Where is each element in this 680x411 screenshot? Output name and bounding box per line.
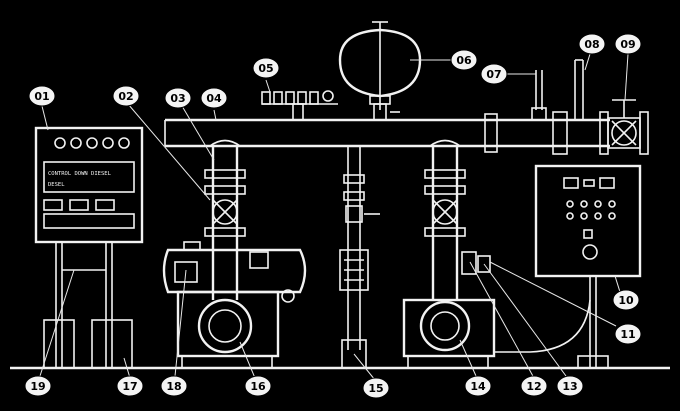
pump2-discharge: [424, 139, 491, 300]
callout-11-label: 11: [620, 328, 635, 341]
callout-01: 01: [28, 85, 56, 107]
callout-15: 15: [362, 377, 390, 399]
callout-10: 10: [612, 289, 640, 311]
callout-08: 08: [578, 33, 606, 55]
callout-02: 02: [112, 85, 140, 107]
callout-16-label: 16: [250, 380, 266, 393]
jockey-pump: [339, 146, 380, 369]
callout-03: 03: [164, 87, 192, 109]
callout-03-label: 03: [170, 92, 185, 105]
vent-pipe: [574, 59, 584, 120]
callout-17: 17: [116, 375, 144, 397]
pressure-tank: [338, 21, 422, 121]
callout-02-label: 02: [118, 90, 133, 103]
electrical-control-panel: [495, 164, 642, 369]
callout-04: 04: [200, 87, 228, 109]
callout-09: 09: [614, 33, 642, 55]
callout-15-label: 15: [368, 382, 383, 395]
pump1-diesel-motor: [162, 241, 307, 303]
callout-18-label: 18: [166, 380, 181, 393]
outlet-valve: [607, 99, 649, 155]
pressure-switch-manifold: [261, 90, 338, 121]
panel-label-line1: CONTROL DOWN DIESEL: [48, 171, 112, 177]
callout-04-label: 04: [206, 92, 222, 105]
pump1-discharge: [204, 139, 246, 300]
callout-01-label: 01: [34, 90, 49, 103]
callout-10-label: 10: [618, 294, 634, 307]
callout-07-label: 07: [486, 68, 501, 81]
leader-lines: [39, 53, 629, 381]
callout-05-label: 05: [258, 62, 273, 75]
callout-17-label: 17: [122, 380, 137, 393]
callout-12: 12: [520, 375, 548, 397]
callout-14: 14: [464, 375, 492, 397]
pump1-volute: [176, 290, 280, 369]
callout-06-label: 06: [456, 54, 472, 67]
callout-13: 13: [556, 375, 584, 397]
callout-07: 07: [480, 63, 508, 85]
callout-16: 16: [244, 375, 272, 397]
pump2-volute: [402, 298, 496, 369]
callout-14-label: 14: [470, 380, 486, 393]
callout-19-label: 19: [30, 380, 45, 393]
callout-05: 05: [252, 57, 280, 79]
callout-19: 19: [24, 375, 52, 397]
callout-11: 11: [614, 323, 642, 345]
pump-control-cabinet: CONTROL DOWN DIESEL DESEL: [34, 126, 144, 369]
callout-09-label: 09: [620, 38, 635, 51]
callout-12-label: 12: [526, 380, 541, 393]
callout-18: 18: [160, 375, 188, 397]
main-header-pipe: [164, 111, 610, 155]
callout-06: 06: [450, 49, 478, 71]
callout-13-label: 13: [562, 380, 577, 393]
callout-08-label: 08: [584, 38, 599, 51]
pressure-gauge: [507, 70, 547, 121]
panel-label-line2: DESEL: [48, 182, 65, 188]
